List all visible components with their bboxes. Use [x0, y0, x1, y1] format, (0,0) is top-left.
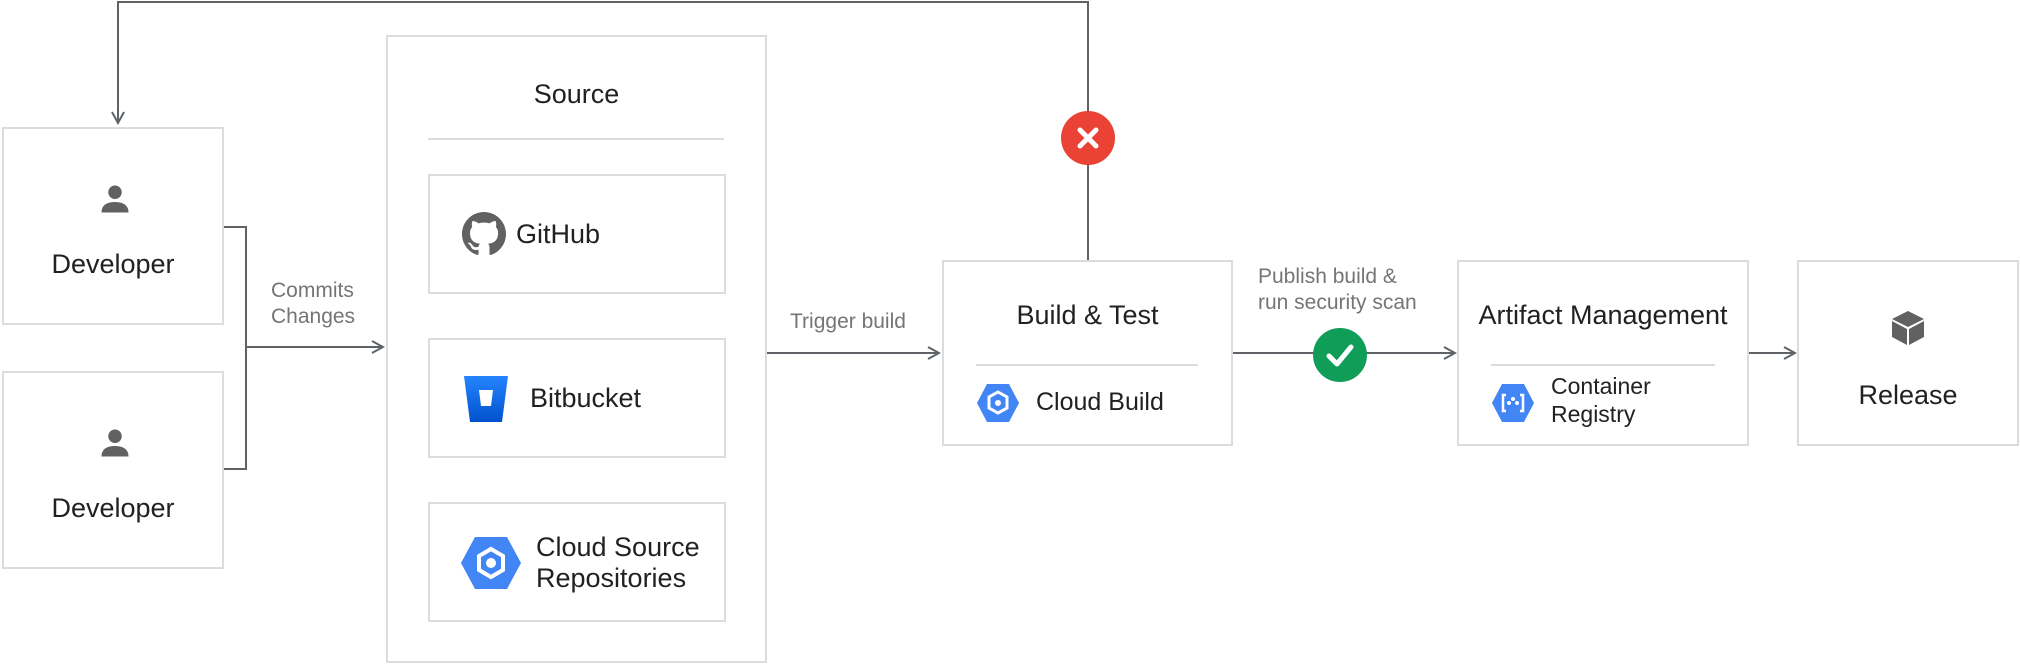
artifact-management-box: Artifact Management Container Registry [1457, 260, 1749, 446]
source-divider [428, 138, 724, 140]
developer-label: Developer [51, 493, 175, 523]
source-item-bitbucket: Bitbucket [428, 338, 726, 458]
registry-tool-label: Container Registry [1551, 372, 1651, 428]
container-registry-icon [1492, 384, 1534, 422]
bitbucket-icon [464, 376, 508, 422]
source-item-label-line-1: Cloud Source [536, 532, 700, 562]
package-icon [1892, 311, 1924, 345]
registry-label-line-2: Registry [1551, 401, 1636, 427]
source-item-cloud-source-repositories: Cloud Source Repositories [428, 502, 726, 622]
source-item-github: GitHub [428, 174, 726, 294]
source-container: Source GitHub Bitbucket Cloud Sour [386, 35, 767, 663]
commits-changes-label: Commits Changes [271, 278, 355, 330]
build-test-box: Build & Test Cloud Build [942, 260, 1233, 446]
publish-label-line-2: run security scan [1258, 291, 1417, 314]
publish-scan-label: Publish build & run security scan [1258, 264, 1417, 316]
cloud-source-repositories-icon [461, 537, 521, 589]
source-item-label: GitHub [516, 219, 601, 249]
publish-label-line-1: Publish build & [1258, 265, 1397, 288]
person-icon [101, 429, 129, 457]
release-label: Release [1858, 380, 1958, 410]
build-test-divider [976, 364, 1198, 366]
source-title: Source [533, 79, 620, 109]
source-item-label: Cloud Source Repositories [536, 532, 700, 594]
developer-label: Developer [51, 249, 175, 279]
artifact-management-title: Artifact Management [1478, 300, 1728, 330]
cloud-build-icon [977, 384, 1019, 422]
person-icon [101, 185, 129, 213]
success-icon [1313, 328, 1367, 382]
developer-box-2: Developer [2, 371, 224, 569]
fail-icon [1061, 111, 1115, 165]
registry-label-line-1: Container [1551, 373, 1651, 399]
source-item-label-line-2: Repositories [536, 563, 687, 593]
build-test-title: Build & Test [1016, 300, 1159, 330]
developer-bracket-line [224, 226, 247, 470]
github-icon [462, 212, 506, 255]
commits-label-line-2: Changes [271, 305, 356, 328]
artifact-divider [1491, 364, 1715, 366]
trigger-build-label: Trigger build [790, 310, 906, 333]
release-box: Release [1797, 260, 2019, 446]
source-item-label: Bitbucket [530, 383, 642, 413]
build-tool-label: Cloud Build [1036, 388, 1164, 416]
commits-label-line-1: Commits [271, 279, 354, 302]
developer-box-1: Developer [2, 127, 224, 325]
